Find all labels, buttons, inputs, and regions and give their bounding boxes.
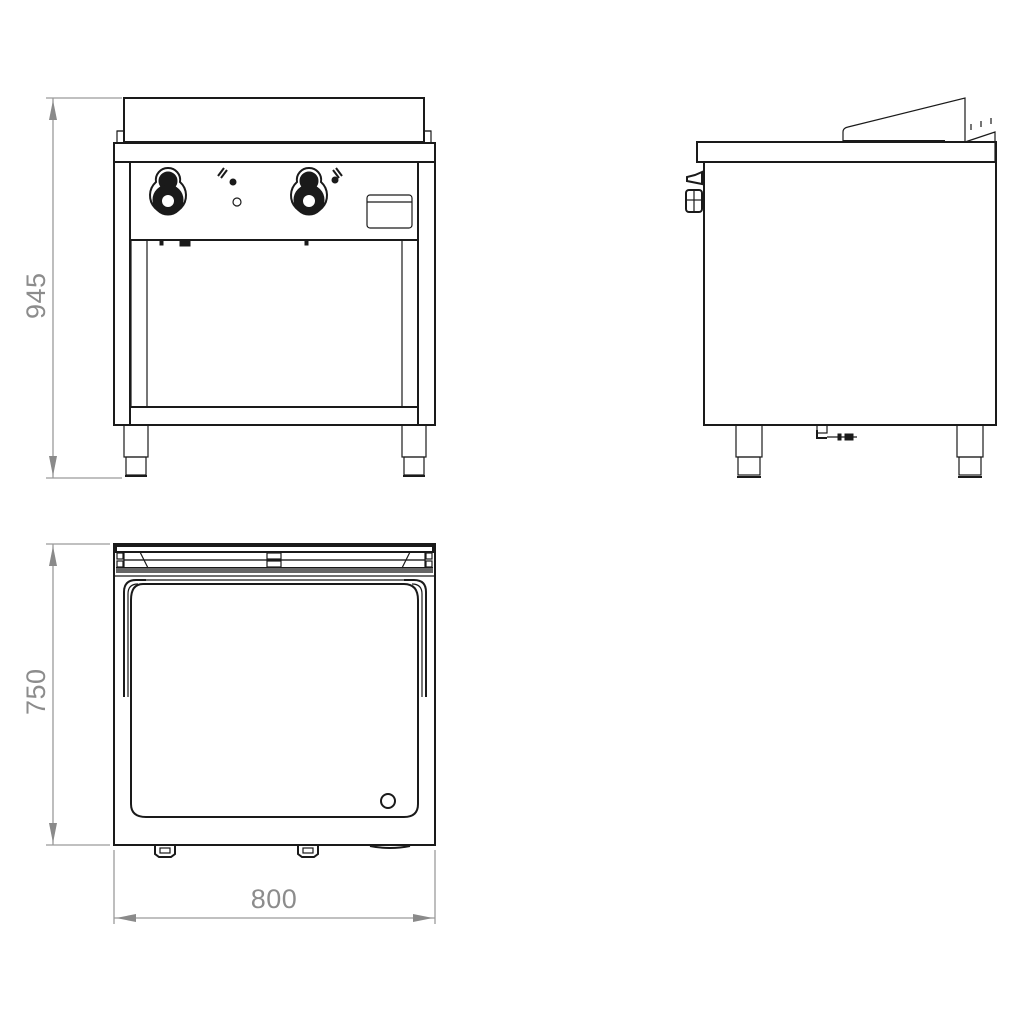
indicator-symbol-right [331,167,343,184]
knob-right [290,166,328,216]
leg-front-left [123,424,149,477]
dimension-height [46,97,122,479]
leg-front-right [401,424,427,477]
top-knob-right [297,846,319,858]
side-body [703,161,997,426]
dimension-label-depth: 750 [21,668,51,715]
dimension-width [113,850,436,924]
dimension-label-width: 800 [250,884,298,914]
dimension-label-height: 945 [21,272,51,319]
indicator-symbol-left [217,167,242,207]
side-guard-right [404,579,427,697]
dimension-depth [46,543,110,846]
cooking-plate [130,583,419,818]
leg-side-rear [956,424,984,478]
griddle-plate [123,97,425,143]
top-rim [113,142,436,163]
drain-hole [380,793,396,809]
knob-left [149,166,187,216]
leg-side-front [735,424,763,478]
side-guard-left [123,579,146,697]
top-drain-outlet [369,845,411,849]
bottom-shelf [129,406,419,426]
top-outline [113,543,436,846]
drain-valve [816,424,857,441]
top-view [113,543,436,858]
splash-guard [842,97,966,142]
side-top-rim [696,141,997,163]
side-view [685,97,997,478]
front-view [113,97,436,477]
side-knob-profile [685,170,703,213]
top-knob-left [154,846,176,858]
label-plate [366,194,413,229]
